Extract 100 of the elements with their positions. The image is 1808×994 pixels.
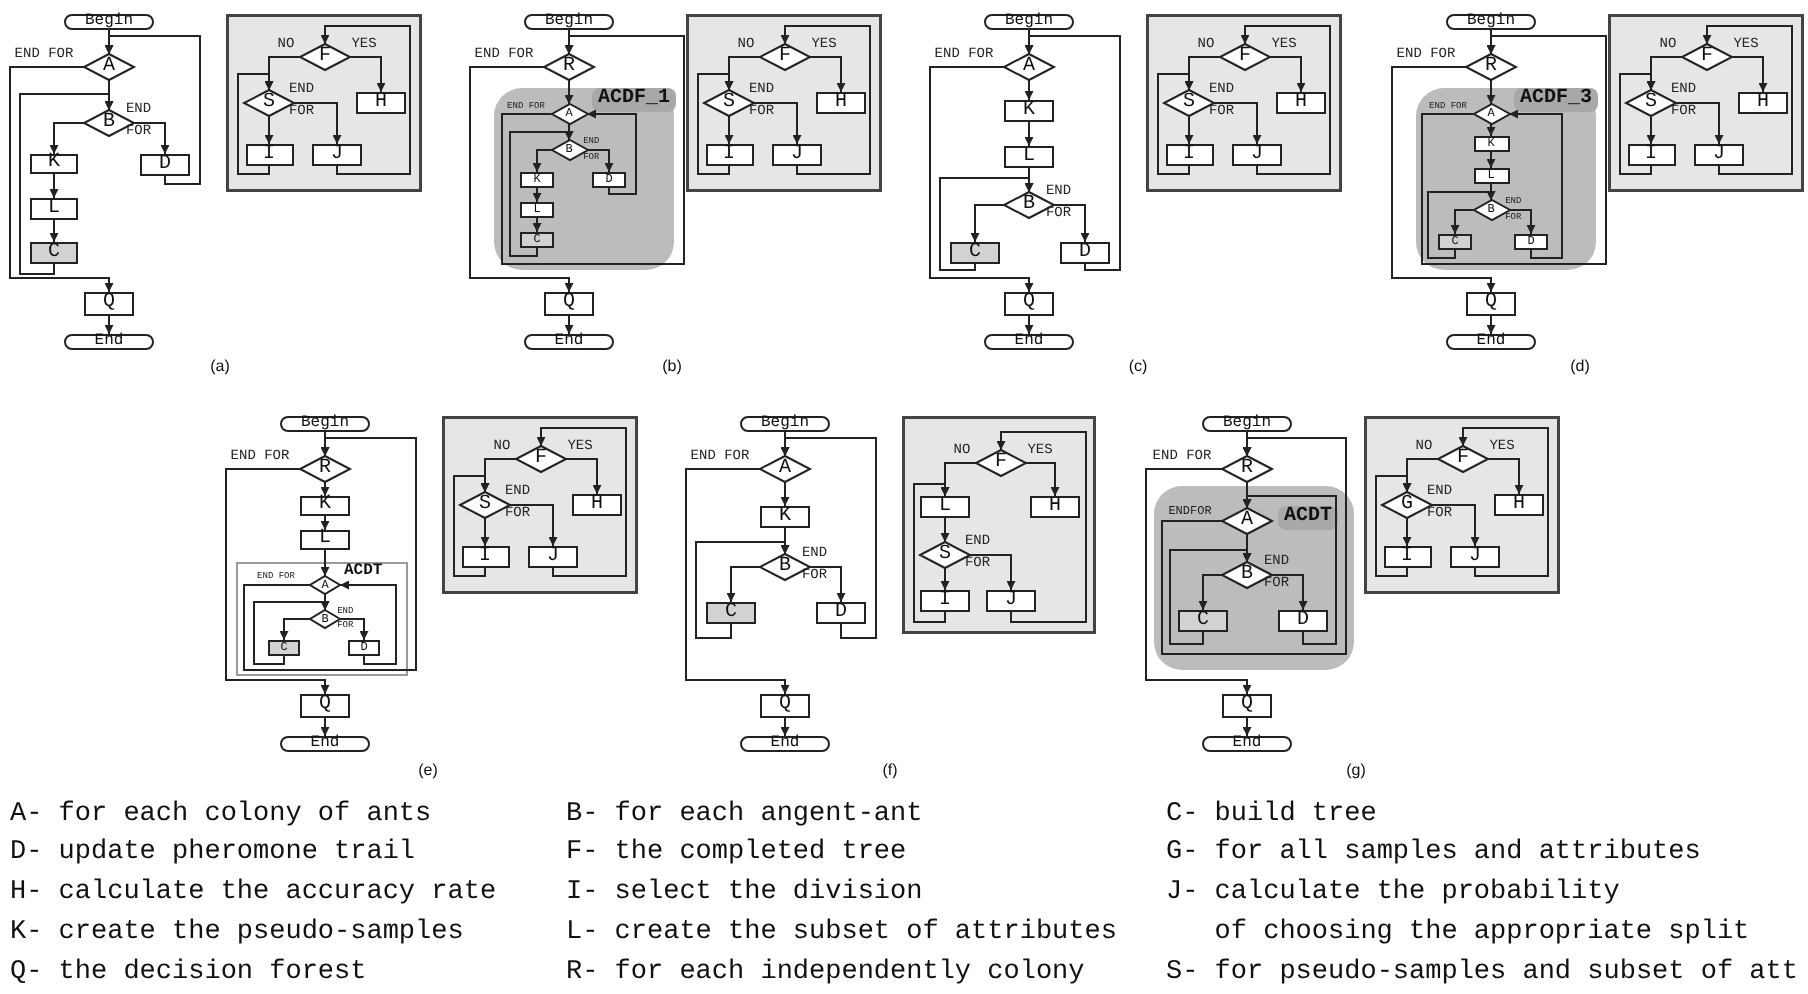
- node-label: A: [1022, 57, 1035, 77]
- arrow: [1450, 209, 1474, 235]
- node-label: D: [834, 603, 847, 623]
- decision-diamond: [1438, 446, 1488, 472]
- group-title: ACDF_3: [1514, 88, 1599, 112]
- arrow: [685, 468, 790, 695]
- key-text: D- update pheromone trail: [10, 836, 416, 872]
- arrow: [1242, 717, 1252, 737]
- arrow: [320, 25, 411, 175]
- arrow: [19, 93, 114, 275]
- arrow: [586, 149, 614, 173]
- terminal-shape: [64, 334, 154, 350]
- decision-diamond: [516, 446, 566, 472]
- decision-diamond: [300, 456, 350, 482]
- highlighted-process-box: [950, 242, 1000, 264]
- arrow: [697, 73, 734, 175]
- group-title: ACDT: [1278, 506, 1339, 530]
- decision-diamond: [460, 492, 510, 518]
- node-label: R: [318, 459, 331, 479]
- arrow: [940, 567, 950, 591]
- node-label: Begin: [760, 416, 809, 432]
- arrow: [1024, 121, 1034, 147]
- process-box: [300, 496, 350, 516]
- arrow: [349, 56, 386, 93]
- key-text: A- for each colony of ants: [10, 798, 432, 834]
- arrow: [453, 475, 490, 577]
- decision-diamond: [1004, 54, 1054, 80]
- arrow: [939, 177, 1034, 271]
- arrow: [1242, 495, 1337, 645]
- arrow: [1269, 56, 1306, 93]
- node-label: L: [938, 497, 951, 517]
- loop-panel: [686, 14, 882, 192]
- key-text: H- calculate the accuracy rate: [10, 876, 497, 912]
- arrow: [780, 25, 871, 175]
- arrow: [243, 437, 417, 671]
- process-box: [140, 154, 190, 176]
- process-box: [30, 198, 78, 220]
- arrow: [1169, 549, 1252, 645]
- arrow: [1731, 56, 1768, 93]
- node-label: F: [1700, 47, 1713, 67]
- arrow: [237, 73, 274, 175]
- node-label: F: [778, 47, 791, 67]
- node-label: H: [1756, 93, 1769, 113]
- decision-diamond: [1222, 508, 1272, 534]
- process-box: [1004, 100, 1054, 122]
- arrow: [1486, 315, 1496, 335]
- node-label: End: [310, 736, 340, 752]
- process-box: [520, 172, 554, 188]
- key-text: B- for each angent-ant: [566, 798, 923, 834]
- arrow: [809, 566, 846, 603]
- key-text: G- for all samples and attributes: [1166, 836, 1701, 872]
- arrow: [532, 187, 542, 203]
- terminal-shape: [984, 334, 1074, 350]
- process-box: [1232, 144, 1282, 166]
- arrow: [929, 66, 1034, 293]
- shaded-region: [1416, 88, 1596, 270]
- node-label: J: [1712, 145, 1725, 165]
- arrow: [532, 149, 552, 173]
- key-text: K- create the pseudo-samples: [10, 916, 464, 952]
- node-label: H: [1048, 497, 1061, 517]
- node-label: S: [262, 93, 275, 113]
- process-box: [920, 496, 970, 518]
- figure-caption: (d): [1570, 357, 1590, 375]
- node-label: G: [1400, 495, 1413, 515]
- process-box: [30, 154, 78, 174]
- arrow: [104, 35, 201, 185]
- process-box: [84, 292, 134, 316]
- arrow: [104, 315, 114, 335]
- process-box: [300, 694, 350, 718]
- arrow: [133, 122, 170, 155]
- node-label: S: [478, 495, 491, 515]
- arrow: [339, 618, 369, 641]
- node-label: S: [722, 93, 735, 113]
- arrow: [49, 173, 59, 199]
- node-label: S: [938, 545, 951, 565]
- process-box: [772, 144, 822, 166]
- decision-diamond: [920, 542, 970, 568]
- figure-caption: (a): [210, 357, 230, 375]
- process-box: [592, 172, 626, 188]
- node-label: A: [1240, 511, 1253, 531]
- terminal-shape: [740, 416, 830, 432]
- arrow: [1024, 79, 1034, 101]
- node-label: K: [47, 154, 60, 174]
- loop-panel: [902, 416, 1096, 634]
- terminal-shape: [280, 736, 370, 752]
- arrow: [509, 131, 574, 257]
- node-label: H: [374, 93, 387, 113]
- arrow: [1161, 437, 1347, 655]
- terminal-shape: [524, 334, 614, 350]
- highlighted-process-box: [1178, 610, 1228, 632]
- arrow: [753, 102, 802, 145]
- arrow: [339, 580, 397, 665]
- process-box: [1030, 496, 1080, 518]
- decision-diamond: [544, 54, 594, 80]
- process-box: [544, 292, 594, 316]
- arrow: [320, 481, 330, 497]
- arrow: [320, 515, 330, 531]
- node-label: J: [790, 145, 803, 165]
- node-label: R: [1484, 57, 1497, 77]
- node-label: F: [318, 47, 331, 67]
